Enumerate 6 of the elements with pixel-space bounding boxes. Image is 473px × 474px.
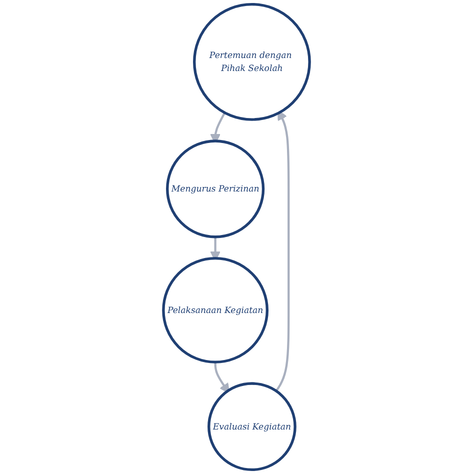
arrow [214, 362, 230, 394]
node-circle: Pelaksanaan Kegiatan [162, 257, 269, 364]
node-circle: Mengurus Perizinan [166, 140, 265, 238]
node-circle: Evaluasi Kegiatan [208, 382, 296, 472]
arrow [275, 110, 290, 392]
node-circle: Pertemuan dengan Pihak Sekolah [193, 2, 311, 121]
